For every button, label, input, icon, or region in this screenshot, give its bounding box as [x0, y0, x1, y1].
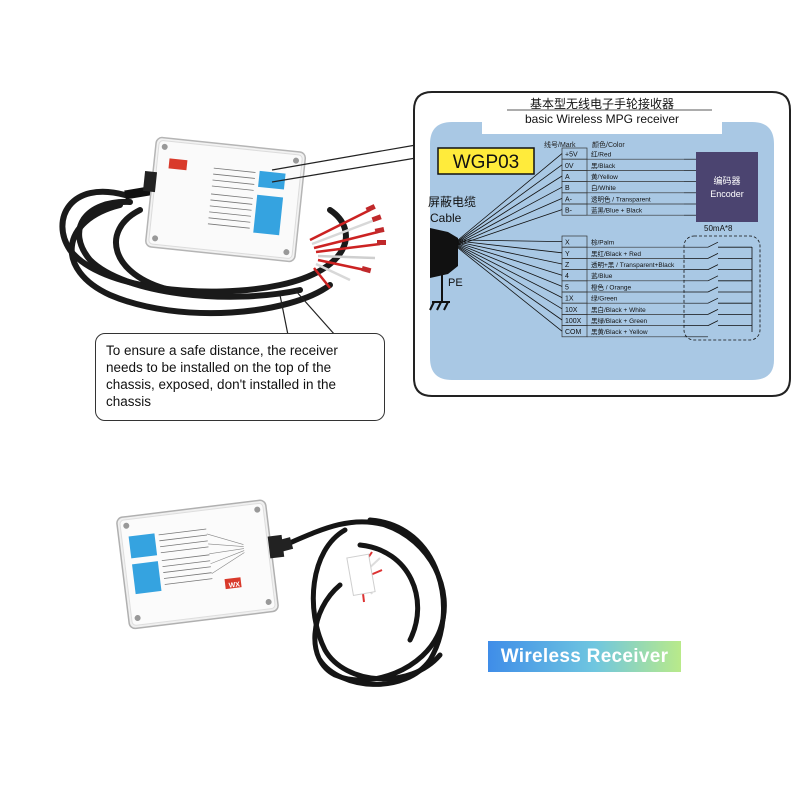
- encoder-label-en: Encoder: [710, 189, 744, 199]
- top-row-color-4: 透明色 / Transparent: [591, 194, 651, 203]
- bottom-row-color-3: 蓝/Blue: [591, 271, 613, 280]
- product-label-text: Wireless Receiver: [500, 646, 669, 667]
- bottom-row-mark-4: 5: [565, 284, 569, 291]
- bottom-row-mark-7: 100X: [565, 318, 582, 325]
- product-logo: WX: [228, 581, 240, 589]
- top-row-mark-0: +5V: [565, 152, 578, 159]
- column-color: 颜色/Color: [592, 140, 625, 149]
- top-row-color-2: 黄/Yellow: [591, 172, 618, 181]
- encoder-block: [696, 152, 758, 222]
- callout-text: To ensure a safe distance, the receiver …: [106, 343, 338, 409]
- safety-callout: To ensure a safe distance, the receiver …: [95, 333, 385, 421]
- top-row-mark-3: B: [565, 185, 570, 192]
- model-name: WGP03: [453, 152, 520, 173]
- top-row-mark-4: A-: [565, 196, 573, 203]
- receiver-photo-top: [59, 136, 386, 336]
- diagram-title-en: basic Wireless MPG receiver: [525, 112, 679, 126]
- bottom-row-color-7: 黑绿/Black + Green: [591, 316, 648, 325]
- bottom-row-color-8: 黑黄/Black + Yellow: [591, 327, 648, 336]
- cable-label-en: Cable: [430, 211, 462, 225]
- bottom-row-mark-1: Y: [565, 251, 570, 258]
- ground-symbol: [429, 268, 450, 311]
- relay-block: [683, 235, 761, 341]
- diagram-panel: [430, 122, 774, 380]
- relay-rating: 50mA*8: [704, 224, 733, 233]
- top-row-color-0: 红/Red: [591, 150, 612, 159]
- cable-head: [430, 228, 458, 278]
- bottom-row-mark-0: X: [565, 240, 570, 247]
- bottom-row-color-4: 橙色 / Orange: [591, 282, 631, 291]
- top-row-color-5: 蓝黑/Blue + Black: [591, 206, 643, 215]
- top-row-mark-5: B-: [565, 208, 573, 215]
- diagram-title-cn: 基本型无线电子手轮接收器: [530, 96, 674, 111]
- top-row-color-1: 黑/Black: [591, 162, 616, 170]
- bottom-row-mark-8: COM: [565, 329, 582, 336]
- bottom-row-color-2: 透明+黑 / Transparent+Black: [591, 261, 675, 269]
- bottom-row-mark-2: Z: [565, 262, 570, 269]
- cable-label-cn: 屏蔽电缆: [428, 195, 476, 209]
- encoder-label-cn: 编码器: [713, 175, 740, 186]
- bottom-row-mark-3: 4: [565, 273, 569, 280]
- model-badge: [437, 147, 535, 175]
- wiring-diagram: 基本型无线电子手轮接收器 basic Wireless MPG receiver…: [413, 91, 791, 397]
- top-row-mark-2: A: [565, 174, 570, 181]
- column-mark: 线号/Mark: [544, 140, 576, 149]
- zoom-pointer-lines: [271, 144, 417, 183]
- top-row-color-3: 白/White: [591, 183, 616, 192]
- bottom-row-color-1: 黑红/Black + Red: [591, 249, 641, 258]
- bottom-row-color-0: 棕/Palm: [591, 238, 614, 247]
- top-row-mark-1: 0V: [565, 163, 574, 170]
- product-label: Wireless Receiver: [488, 641, 681, 672]
- bottom-row-mark-5: 1X: [565, 296, 574, 303]
- bottom-row-mark-6: 10X: [565, 307, 578, 314]
- receiver-photo-bottom: WX: [116, 499, 447, 687]
- bottom-row-color-6: 黑白/Black + White: [591, 305, 646, 314]
- pe-label: PE: [448, 277, 463, 289]
- bottom-row-color-5: 绿/Green: [591, 294, 618, 303]
